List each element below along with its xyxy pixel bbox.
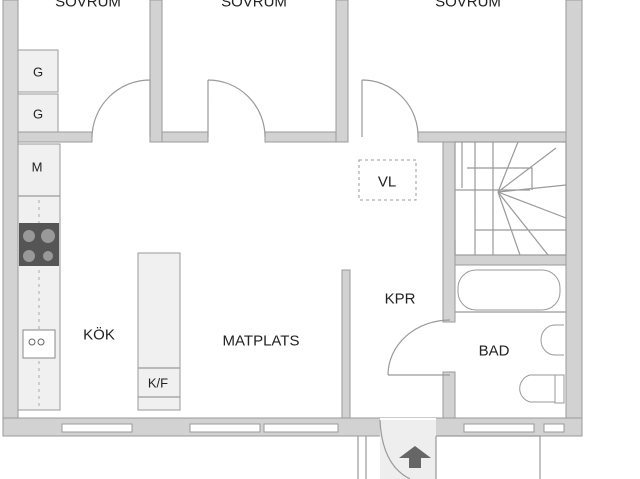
wall-bedroom1 [17, 131, 93, 143]
stove-icon [19, 223, 59, 266]
room-label-hall: KPR [384, 290, 416, 308]
room-label-kitchen: KÖK [83, 326, 115, 344]
room-label-dining: MATPLATS [222, 332, 300, 350]
wall-bedroom-divider-1 [149, 0, 163, 143]
entry-step [380, 420, 436, 479]
wall-dining-hall [341, 269, 351, 419]
door-bedroom-1 [91, 79, 151, 138]
entrance-arrow-icon [399, 446, 431, 468]
bathtub [457, 269, 561, 311]
wardrobe-label-1: G [32, 64, 44, 80]
room-label-bedroom-1: SOVRUM [55, 0, 121, 11]
wardrobe-2 [17, 93, 59, 133]
wall-bath-lower [442, 371, 456, 419]
wall-stairs [442, 141, 456, 323]
wall-stairs-bath [454, 254, 567, 266]
room-label-bedroom-2: SOVRUM [221, 0, 287, 11]
room-label-bathroom: BAD [478, 342, 510, 360]
wall-bedroom2a [161, 131, 209, 143]
room-label-bedroom-3: SOVRUM [435, 0, 501, 11]
door-bedroom-2 [207, 79, 266, 138]
sink-icon [22, 329, 56, 359]
door-bathroom [387, 319, 451, 376]
laundry-label: VL [377, 173, 397, 191]
wardrobe-1 [17, 49, 59, 93]
wall-bedroom3 [417, 131, 567, 143]
wall-bedroom2b [264, 131, 337, 143]
staircase [454, 141, 567, 256]
entry-door-swing [379, 419, 411, 479]
toilet [519, 374, 565, 404]
wall-bedroom-divider-2 [335, 0, 349, 143]
outer-wall-right [565, 0, 583, 437]
washbasin [540, 324, 564, 356]
door-bedroom-3 [361, 79, 419, 138]
microwave-label: M [31, 159, 43, 175]
laundry-area [358, 159, 417, 201]
porch-lines [357, 435, 541, 479]
outer-wall-left [2, 0, 19, 437]
fridge-column [137, 252, 181, 411]
windows [61, 423, 565, 433]
fridge-label: K/F [147, 375, 169, 391]
wardrobe-label-2: G [32, 106, 44, 122]
